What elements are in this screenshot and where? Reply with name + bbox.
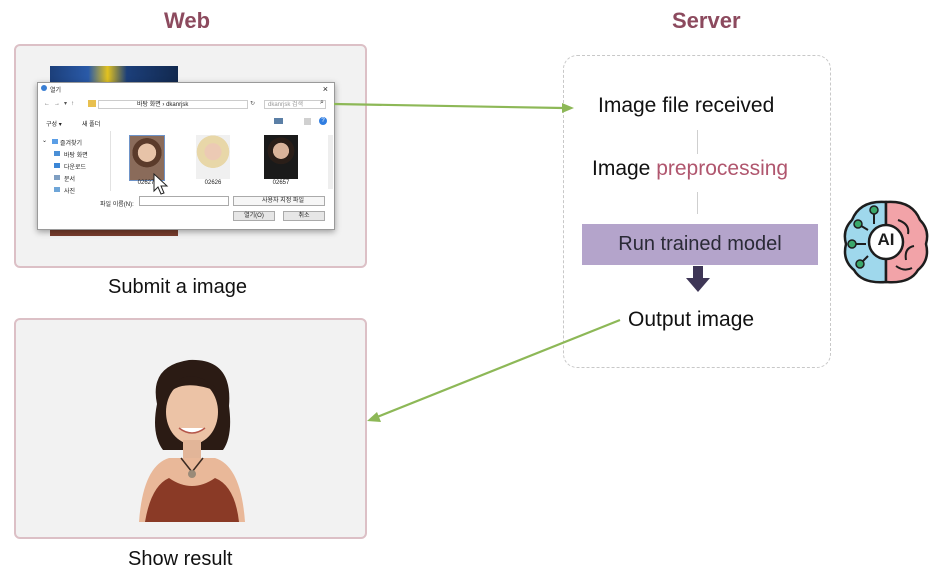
- arrow-server-to-web: [377, 320, 620, 417]
- arrowhead: [367, 412, 381, 422]
- arrow-web-to-server: [334, 104, 563, 108]
- arrowhead: [562, 103, 574, 113]
